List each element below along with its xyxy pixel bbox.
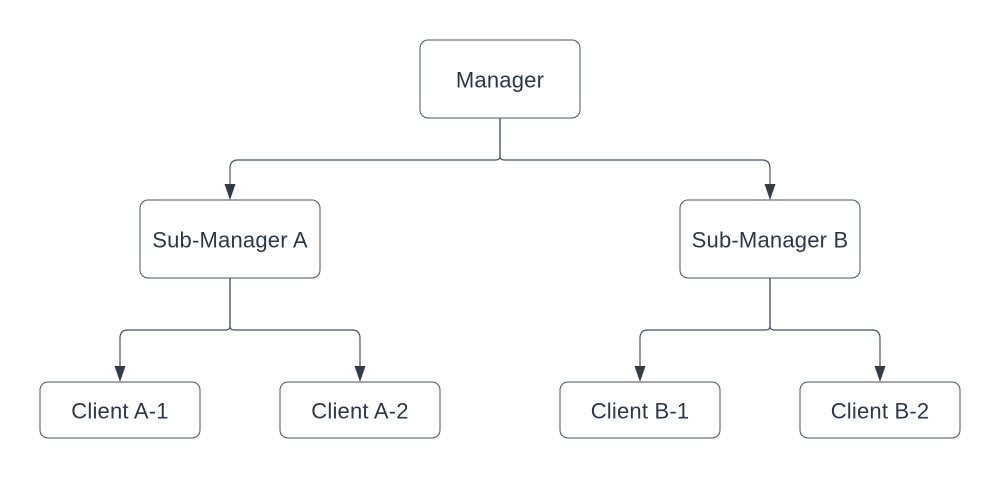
node-label: Sub-Manager B — [692, 228, 849, 253]
node-label: Manager — [456, 68, 544, 93]
node-sub-b[interactable]: Sub-Manager B — [679, 199, 861, 279]
node-manager[interactable]: Manager — [419, 39, 581, 119]
node-box — [279, 381, 441, 439]
arrowhead-icon — [634, 366, 646, 382]
node-label: Client B-2 — [831, 399, 930, 424]
node-box — [559, 381, 721, 439]
edges-layer — [114, 118, 886, 382]
node-client-b2[interactable]: Client B-2 — [799, 381, 961, 439]
connector-line — [639, 278, 771, 368]
arrowhead-icon — [114, 366, 126, 382]
node-box — [799, 381, 961, 439]
arrowhead-icon — [224, 184, 236, 200]
arrowhead-icon — [874, 366, 886, 382]
node-sub-a[interactable]: Sub-Manager A — [139, 199, 321, 279]
node-box — [39, 381, 201, 439]
node-label: Sub-Manager A — [152, 228, 308, 253]
edge-sub_a-client_a2[interactable] — [229, 278, 366, 382]
connector-line — [119, 278, 231, 368]
arrowhead-icon — [354, 366, 366, 382]
edge-manager-sub_b[interactable] — [499, 118, 776, 200]
node-label: Client B-1 — [591, 399, 690, 424]
node-label: Client A-1 — [71, 399, 168, 424]
connector-line — [499, 118, 771, 186]
node-box — [419, 39, 581, 119]
connector-line — [229, 278, 361, 368]
node-label: Client A-2 — [311, 399, 408, 424]
node-client-b1[interactable]: Client B-1 — [559, 381, 721, 439]
node-box — [139, 199, 321, 279]
connector-line — [769, 278, 881, 368]
node-client-a1[interactable]: Client A-1 — [39, 381, 201, 439]
node-box — [679, 199, 861, 279]
connector-line — [229, 118, 501, 186]
edge-sub_b-client_b1[interactable] — [634, 278, 771, 382]
arrowhead-icon — [764, 184, 776, 200]
edge-manager-sub_a[interactable] — [224, 118, 501, 200]
node-client-a2[interactable]: Client A-2 — [279, 381, 441, 439]
edge-sub_b-client_b2[interactable] — [769, 278, 886, 382]
edge-sub_a-client_a1[interactable] — [114, 278, 231, 382]
